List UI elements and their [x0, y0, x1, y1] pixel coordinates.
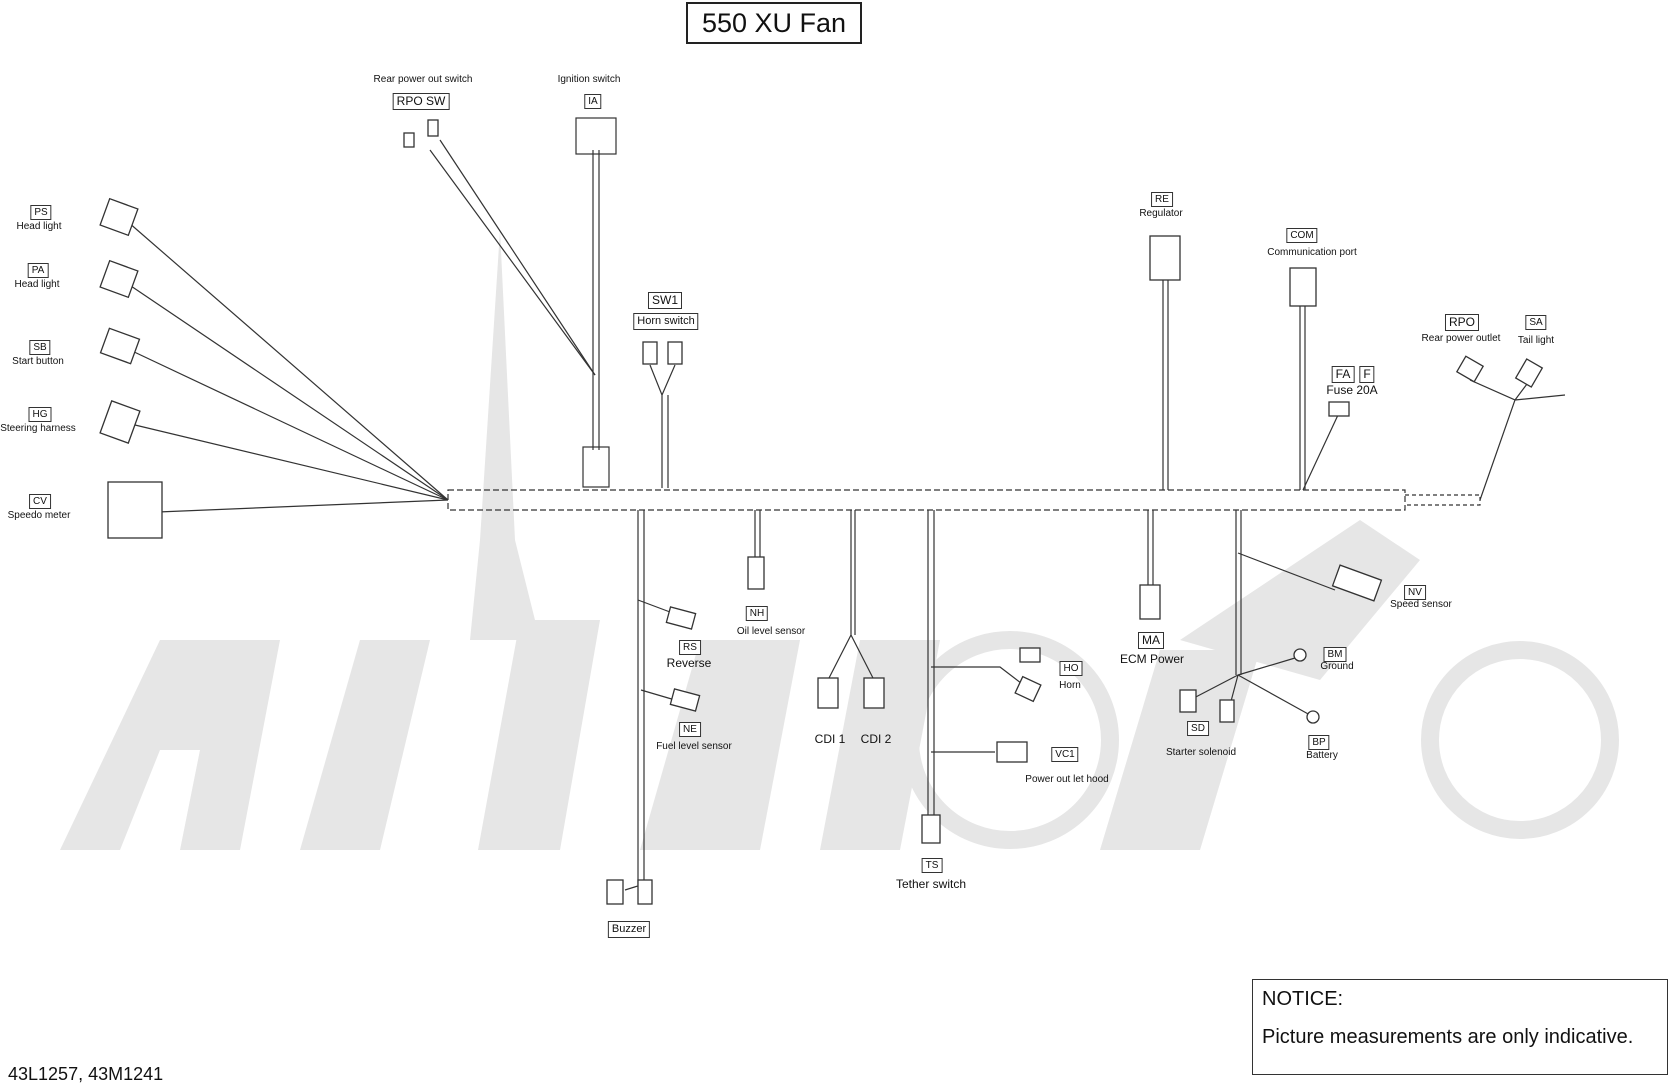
fuse-code-b: F: [1359, 366, 1375, 383]
ho-code: HO: [1059, 661, 1083, 676]
re-code: RE: [1151, 192, 1173, 207]
watermark: [60, 230, 1619, 850]
buzzer-name: Buzzer: [607, 921, 651, 938]
connector-buzzer-a: [606, 879, 624, 905]
notice-text: Picture measurements are only indicative…: [1262, 1026, 1634, 1048]
connector-ho-2: [1019, 647, 1041, 663]
sb-code: SB: [29, 340, 51, 355]
part-numbers: 43L1257, 43M1241: [8, 1064, 164, 1084]
connector-fuse: [1328, 401, 1350, 417]
notice-title: NOTICE:: [1262, 988, 1344, 1010]
bp-code: BP: [1308, 735, 1330, 750]
ho-name: Horn: [1059, 680, 1081, 691]
sa-name: Tail light: [1517, 335, 1555, 346]
cv-name: Speedo meter: [7, 510, 71, 521]
connector-sw1-a: [642, 341, 658, 365]
nv-name: Speed sensor: [1390, 599, 1452, 610]
ne-name: Fuel level sensor: [656, 741, 732, 752]
connector-nh: [747, 556, 765, 590]
rpo-sw-name: Rear power out switch: [373, 74, 473, 85]
connector-sb: [99, 327, 141, 365]
connector-ma: [1139, 584, 1161, 620]
fuse-name: Fuse 20A: [1326, 383, 1378, 397]
pa-name: Head light: [14, 279, 60, 290]
ps-code: PS: [30, 205, 52, 220]
connector-rpo-sw: [403, 132, 415, 148]
connector-buzzer-b: [637, 879, 653, 905]
connector-sd-b: [1219, 699, 1235, 723]
connector-rpo-sw-2: [427, 119, 439, 137]
connector-com: [1289, 267, 1317, 307]
re-name: Regulator: [1139, 208, 1183, 219]
cdi1-name: CDI 1: [814, 732, 846, 746]
hg-code: HG: [28, 407, 52, 422]
hg-name: Steering harness: [0, 423, 76, 434]
connector-vc1: [996, 741, 1028, 763]
wires: [127, 117, 1566, 891]
notice-box: NOTICE: Picture measurements are only in…: [1252, 979, 1668, 1075]
connector-rpo: [1455, 355, 1485, 383]
sd-name: Starter solenoid: [1165, 747, 1237, 758]
cv-code: CV: [29, 494, 51, 509]
connector-ts: [921, 814, 941, 844]
rs-code: RS: [679, 640, 701, 655]
bm-code: BM: [1323, 647, 1347, 662]
vc1-name: Power out let hood: [1025, 774, 1109, 785]
connector-sd-a: [1179, 689, 1197, 713]
com-name: Communication port: [1267, 247, 1357, 258]
sb-name: Start button: [12, 356, 64, 367]
sw1-code: SW1: [647, 292, 683, 309]
ignition-code: IA: [584, 94, 602, 109]
com-code: COM: [1286, 228, 1318, 243]
connector-sw1-b: [667, 341, 683, 365]
bm-name: Ground: [1320, 661, 1354, 672]
nv-code: NV: [1404, 585, 1426, 600]
rpo-code: RPO: [1444, 314, 1480, 331]
connector-cdi1: [817, 677, 839, 709]
cdi2-name: CDI 2: [860, 732, 892, 746]
ts-name: Tether switch: [895, 877, 967, 891]
ma-name: ECM Power: [1119, 652, 1185, 666]
ts-code: TS: [921, 858, 943, 873]
ma-code: MA: [1138, 632, 1164, 649]
connector-rs: [665, 606, 697, 630]
connector-ne: [669, 688, 701, 712]
pa-code: PA: [27, 263, 49, 278]
ps-name: Head light: [16, 221, 62, 232]
connector-pa: [99, 259, 139, 299]
connector-cv: [107, 481, 163, 539]
connector-re: [1149, 235, 1181, 281]
diagram-title: 550 XU Fan: [686, 2, 862, 44]
sw1-name: Horn switch: [633, 313, 699, 330]
terminal-bm: [1293, 648, 1307, 662]
rpo-name: Rear power outlet: [1421, 333, 1501, 344]
ignition-name: Ignition switch: [557, 74, 621, 85]
nh-code: NH: [745, 606, 769, 621]
nh-name: Oil level sensor: [736, 626, 806, 637]
sa-code: SA: [1525, 315, 1547, 330]
ne-code: NE: [679, 722, 701, 737]
connector-ho: [1014, 675, 1042, 703]
connector-hg: [99, 400, 141, 444]
rs-name: Reverse: [666, 656, 712, 670]
connector-cdi2: [863, 677, 885, 709]
connector-sa: [1514, 358, 1544, 388]
terminal-bp: [1306, 710, 1320, 724]
fuse-code-a: FA: [1331, 366, 1355, 383]
bp-name: Battery: [1306, 750, 1338, 761]
sd-code: SD: [1187, 721, 1209, 736]
connector-ps: [99, 197, 139, 237]
connector-nv: [1331, 564, 1383, 602]
vc1-code: VC1: [1051, 747, 1079, 762]
rpo-sw-code: RPO SW: [392, 93, 450, 110]
